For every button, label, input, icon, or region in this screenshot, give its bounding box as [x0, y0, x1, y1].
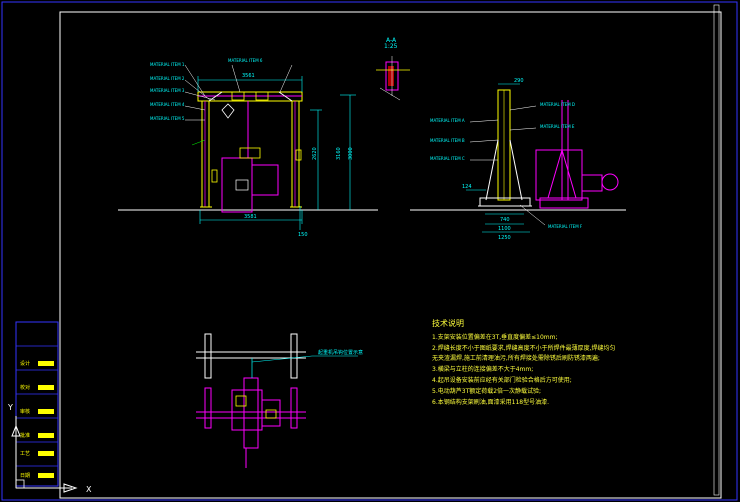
dim-small: 150: [298, 232, 308, 238]
section-mark: A-A: [386, 37, 397, 44]
front-callout-1: MATERIAL ITEM 1: [150, 62, 185, 67]
left-column: [201, 100, 210, 208]
side-callout-b: MATERIAL ITEM B: [430, 138, 465, 143]
note-line-4: 3.横梁与立柱的连接偏差不大于4mm;: [432, 366, 534, 373]
section-detail: [376, 56, 410, 101]
note-line-1: 1.支架安装位置偏差在3T,垂直度偏差≤10mm;: [432, 334, 558, 341]
front-callout-4: MATERIAL ITEM 4: [150, 102, 185, 107]
side-callout-e: MATERIAL ITEM E: [540, 124, 575, 129]
dim-top-span: 3561: [242, 73, 255, 79]
side-equipment: [535, 149, 583, 201]
right-column: [291, 100, 300, 208]
note-line-6: 5.电动葫芦3T额定荷载2倍一次静载试验;: [432, 388, 542, 395]
side-dim-base3: 1250: [498, 235, 511, 241]
side-callout-c: MATERIAL ITEM C: [430, 156, 465, 161]
note-line-7: 6.本钢结构支架刷油,面漆采用118型号油漆.: [432, 399, 549, 406]
dim-total-height: 3000: [348, 147, 354, 160]
title-label-5: 工艺: [20, 451, 30, 457]
title-label-6: 日期: [20, 473, 30, 479]
side-dim-base2: 1100: [498, 226, 511, 232]
front-callout-5: MATERIAL ITEM 5: [150, 116, 185, 121]
front-callout-2: MATERIAL ITEM 2: [150, 76, 185, 81]
side-callout-a: MATERIAL ITEM A: [430, 118, 465, 123]
note-line-5: 4.起吊设备安装前应经有关部门检验合格后方可使用;: [432, 377, 572, 384]
ucs-y-label: Y: [7, 403, 13, 412]
ucs-x-label: X: [86, 485, 92, 494]
title-label-2: 校对: [20, 384, 30, 391]
plan-label: 起重机吊钩位置示意: [318, 349, 363, 356]
side-dim-top: 290: [514, 78, 524, 84]
dim-bottom-span: 3581: [244, 214, 257, 220]
note-line-2: 2.焊缝长度不小于图纸要求,焊缝高度不小于所焊件最薄厚度,焊缝均匀: [432, 345, 616, 352]
suspended-equipment: [221, 157, 253, 213]
dim-side-height: 3160: [336, 147, 342, 160]
side-dim-left: 124: [462, 184, 472, 190]
outer-frame: [59, 11, 722, 499]
plan-view: [196, 333, 358, 468]
side-callout-d: MATERIAL ITEM D: [540, 102, 575, 107]
side-view: [410, 83, 626, 233]
ucs-icon: [11, 416, 78, 493]
front-callout-6: MATERIAL ITEM 6: [228, 58, 263, 63]
note-line-3: 无夹渣漏焊,施工前清理油污,所有焊接处需除锈后刷防锈漆两遍;: [432, 355, 600, 362]
side-callout-f: MATERIAL ITEM F: [548, 224, 583, 229]
right-margin-line: [713, 4, 720, 496]
title-block: [15, 321, 59, 487]
notes-title: 技术说明: [432, 319, 464, 328]
side-dim-base1: 740: [500, 217, 510, 223]
section-scale: 1:25: [384, 43, 398, 50]
title-label-3: 审核: [20, 408, 30, 415]
front-view: [118, 64, 378, 230]
title-label-4: 批准: [20, 432, 30, 439]
dim-inner-height: 2620: [312, 147, 318, 160]
front-callout-3: MATERIAL ITEM 3: [150, 88, 185, 93]
title-label-1: 设计: [20, 360, 30, 367]
